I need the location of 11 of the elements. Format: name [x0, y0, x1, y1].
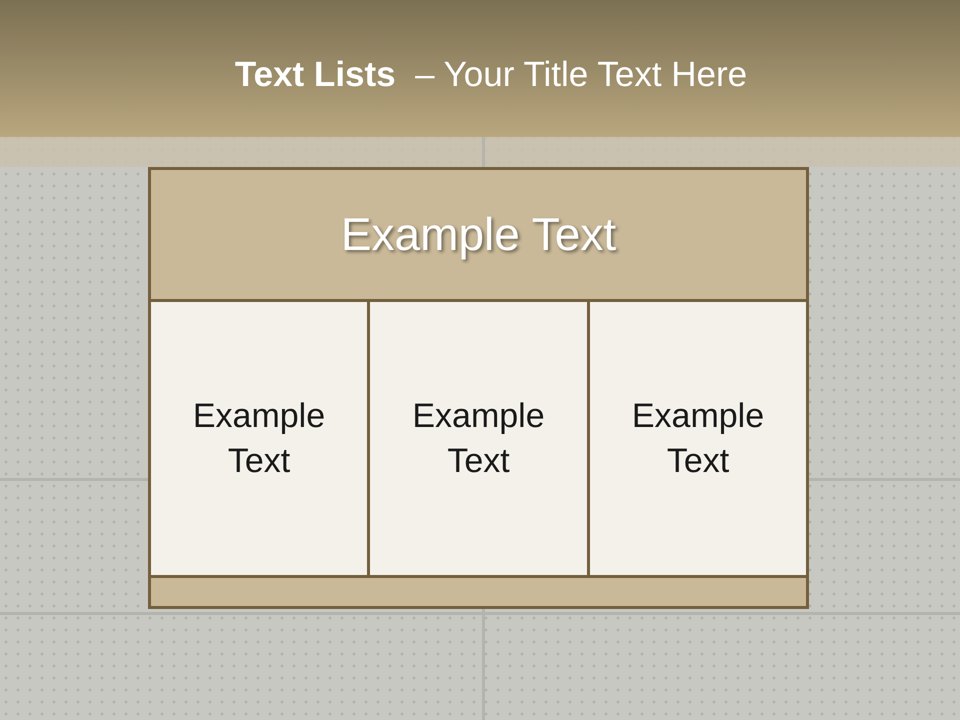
footer-bar [151, 578, 806, 606]
header-band [151, 170, 806, 302]
cell-text: Example Text [411, 396, 546, 482]
table-frame [148, 167, 809, 609]
cell-text: Example Text [192, 396, 326, 482]
slide-title: Text Lists – Your Title Text Here [234, 54, 748, 96]
table-cell [590, 302, 806, 578]
table-cell [151, 302, 370, 578]
cell-text: Example Text [630, 396, 766, 482]
header-text: Example Text [340, 207, 616, 262]
table-cell [370, 302, 590, 578]
